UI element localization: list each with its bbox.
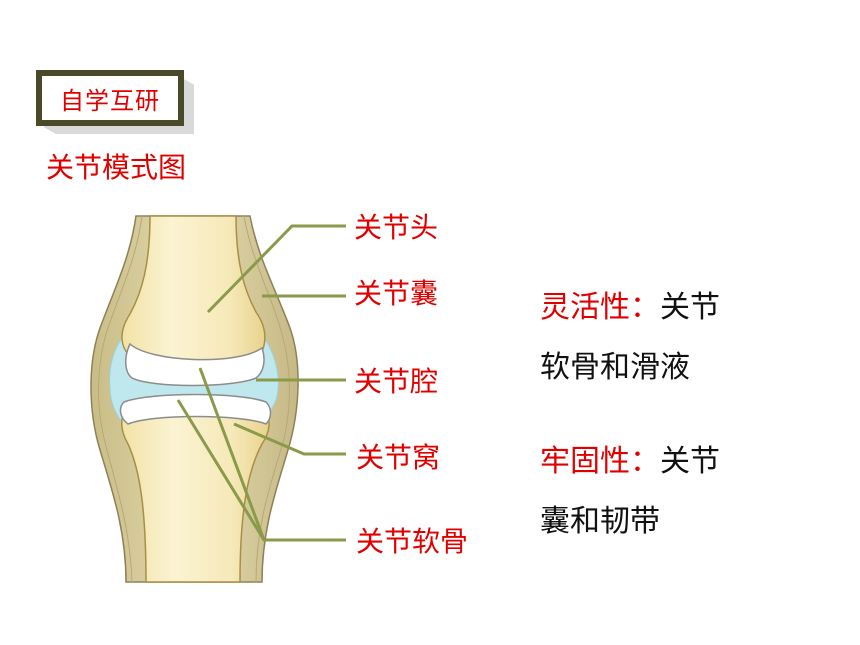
leader-socket <box>233 422 346 456</box>
leader-head <box>206 224 346 314</box>
lower-cartilage <box>119 393 272 425</box>
note-flexibility: 灵活性：关节 软骨和滑液 <box>540 278 720 398</box>
label-joint-socket: 关节窝 <box>356 441 441 474</box>
note-flexibility-text1: 关节 <box>660 290 720 325</box>
label-joint-cartilage: 关节软骨 <box>356 525 469 558</box>
note-flexibility-term: 灵活性 <box>540 290 630 325</box>
section-badge: 自学互研 <box>36 70 184 126</box>
label-joint-capsule: 关节囊 <box>354 277 439 310</box>
note-stability-term: 牢固性 <box>540 444 630 479</box>
note-stability-colon: ： <box>630 444 660 479</box>
note-stability-line1: 牢固性：关节 <box>540 432 720 492</box>
badge-label: 自学互研 <box>42 76 178 120</box>
note-stability: 牢固性：关节 囊和韧带 <box>540 432 720 552</box>
leader-lines <box>176 224 346 542</box>
note-flexibility-colon: ： <box>630 290 660 325</box>
note-stability-line2: 囊和韧带 <box>540 504 660 539</box>
note-flexibility-line2: 软骨和滑液 <box>540 350 690 385</box>
upper-cartilage <box>125 342 265 387</box>
label-joint-head: 关节头 <box>354 211 439 244</box>
note-flexibility-line1: 灵活性：关节 <box>540 278 720 338</box>
diagram-title: 关节模式图 <box>46 151 187 184</box>
note-stability-text1: 关节 <box>660 444 720 479</box>
leader-cartilage-b <box>176 399 266 541</box>
label-joint-cavity: 关节腔 <box>354 365 439 398</box>
